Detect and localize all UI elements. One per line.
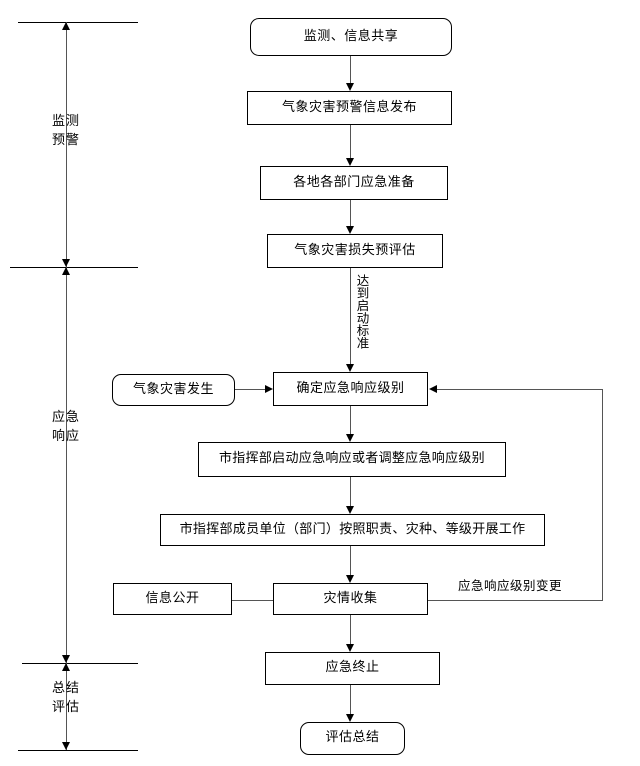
edge-arrow-termination-to-summary bbox=[346, 714, 354, 722]
phase-label-monitor-warning-line2: 预警 bbox=[51, 132, 80, 148]
phase-label-emergency-response: 应急 响应 bbox=[36, 409, 96, 447]
node-label: 各地各部门应急准备 bbox=[293, 174, 415, 190]
node-label: 气象灾害预警信息发布 bbox=[281, 99, 417, 115]
node-disaster-occurs[interactable]: 气象灾害发生 bbox=[112, 374, 235, 406]
phase-label-monitor-warning: 监测 预警 bbox=[36, 113, 96, 151]
phase-label-monitor-warning-line1: 监测 bbox=[51, 114, 80, 129]
node-label: 监测、信息共享 bbox=[303, 28, 399, 44]
node-label: 灾情收集 bbox=[323, 590, 378, 606]
edge-determine-to-cityhq bbox=[350, 406, 351, 434]
phase-rule-top bbox=[18, 22, 138, 23]
edge-arrow-determine-to-cityhq bbox=[346, 434, 354, 442]
node-member-units-work[interactable]: 市指挥部成员单位（部门）按照职责、灾种、等级开展工作 bbox=[160, 514, 545, 546]
edge-termination-to-summary bbox=[350, 685, 351, 714]
edge-arrow-monitoring-to-warning bbox=[346, 83, 354, 91]
edge-arrow-disaster-to-determine bbox=[265, 385, 273, 393]
edge-arrow-memberunits-to-collection bbox=[346, 575, 354, 583]
phase-label-summary-evaluation-line1: 总结 bbox=[51, 681, 80, 696]
node-label: 市指挥部成员单位（部门）按照职责、灾种、等级开展工作 bbox=[179, 521, 526, 537]
phase-axis-summary-evaluation bbox=[66, 663, 67, 750]
node-loss-pre-assessment[interactable]: 气象灾害损失预评估 bbox=[267, 234, 443, 268]
node-assessment-summary[interactable]: 评估总结 bbox=[300, 722, 405, 755]
phase-rule-response-summary bbox=[22, 663, 138, 664]
phase-arrow-up-summary-evaluation bbox=[62, 663, 70, 671]
edge-arrow-assessment-to-determine bbox=[346, 364, 354, 372]
edge-assessment-to-determine bbox=[350, 268, 351, 364]
node-label: 市指挥部启动应急响应或者调整应急响应级别 bbox=[218, 451, 485, 467]
edge-label-activation-criteria: 达到启动标准 bbox=[354, 274, 370, 349]
phase-label-summary-evaluation-line2: 评估 bbox=[51, 699, 80, 715]
edge-arrow-feedback-to-determine bbox=[429, 385, 437, 393]
node-label: 确定应急响应级别 bbox=[296, 380, 405, 396]
phase-rule-bottom bbox=[18, 750, 138, 751]
edge-feedback-top-segment bbox=[437, 389, 602, 390]
phase-arrow-down-emergency-response bbox=[62, 655, 70, 663]
phase-rule-monitor-response bbox=[10, 267, 138, 268]
phase-arrow-down-monitor-warning bbox=[62, 259, 70, 267]
edge-arrow-warning-to-preparation bbox=[346, 158, 354, 166]
phase-label-summary-evaluation: 总结 评估 bbox=[36, 680, 96, 718]
edge-preparation-to-assessment bbox=[350, 200, 351, 226]
phase-arrow-up-monitor-warning bbox=[62, 22, 70, 30]
node-label: 气象灾害损失预评估 bbox=[294, 242, 416, 258]
node-warning-release[interactable]: 气象灾害预警信息发布 bbox=[247, 91, 452, 125]
edge-cityhq-to-memberunits bbox=[350, 477, 351, 506]
edge-arrow-preparation-to-assessment bbox=[346, 226, 354, 234]
node-info-disclosure[interactable]: 信息公开 bbox=[113, 583, 232, 615]
phase-arrow-down-summary-evaluation bbox=[62, 742, 70, 750]
node-label: 应急终止 bbox=[325, 660, 380, 676]
edge-monitoring-to-warning bbox=[350, 56, 351, 83]
edge-label-response-level-change: 应急响应级别变更 bbox=[458, 578, 563, 593]
edge-memberunits-to-collection bbox=[350, 546, 351, 575]
edge-warning-to-preparation bbox=[350, 125, 351, 158]
edge-infodisclosure-to-collection bbox=[232, 600, 273, 601]
phase-axis-monitor-warning bbox=[66, 22, 67, 267]
node-monitoring-info-sharing[interactable]: 监测、信息共享 bbox=[250, 18, 452, 56]
node-city-hq-start-adjust[interactable]: 市指挥部启动应急响应或者调整应急响应级别 bbox=[198, 442, 506, 477]
edge-collection-to-termination bbox=[350, 615, 351, 644]
node-label: 信息公开 bbox=[145, 590, 200, 606]
edge-feedback-right-segment bbox=[602, 389, 603, 601]
node-determine-response-level[interactable]: 确定应急响应级别 bbox=[273, 372, 428, 406]
phase-label-emergency-response-line1: 应急 bbox=[51, 410, 80, 425]
phase-label-emergency-response-line2: 响应 bbox=[51, 428, 80, 444]
phase-axis-emergency-response bbox=[66, 267, 67, 663]
phase-arrow-up-emergency-response bbox=[62, 267, 70, 275]
edge-arrow-cityhq-to-memberunits bbox=[346, 506, 354, 514]
node-label: 气象灾害发生 bbox=[132, 381, 214, 397]
edge-arrow-collection-to-termination bbox=[346, 644, 354, 652]
edge-feedback-bottom-segment bbox=[428, 600, 602, 601]
node-emergency-termination[interactable]: 应急终止 bbox=[265, 652, 440, 685]
node-label: 评估总结 bbox=[325, 730, 380, 746]
node-local-dept-preparation[interactable]: 各地各部门应急准备 bbox=[260, 166, 448, 200]
edge-disaster-to-determine bbox=[235, 389, 265, 390]
node-disaster-info-collection[interactable]: 灾情收集 bbox=[273, 583, 428, 615]
